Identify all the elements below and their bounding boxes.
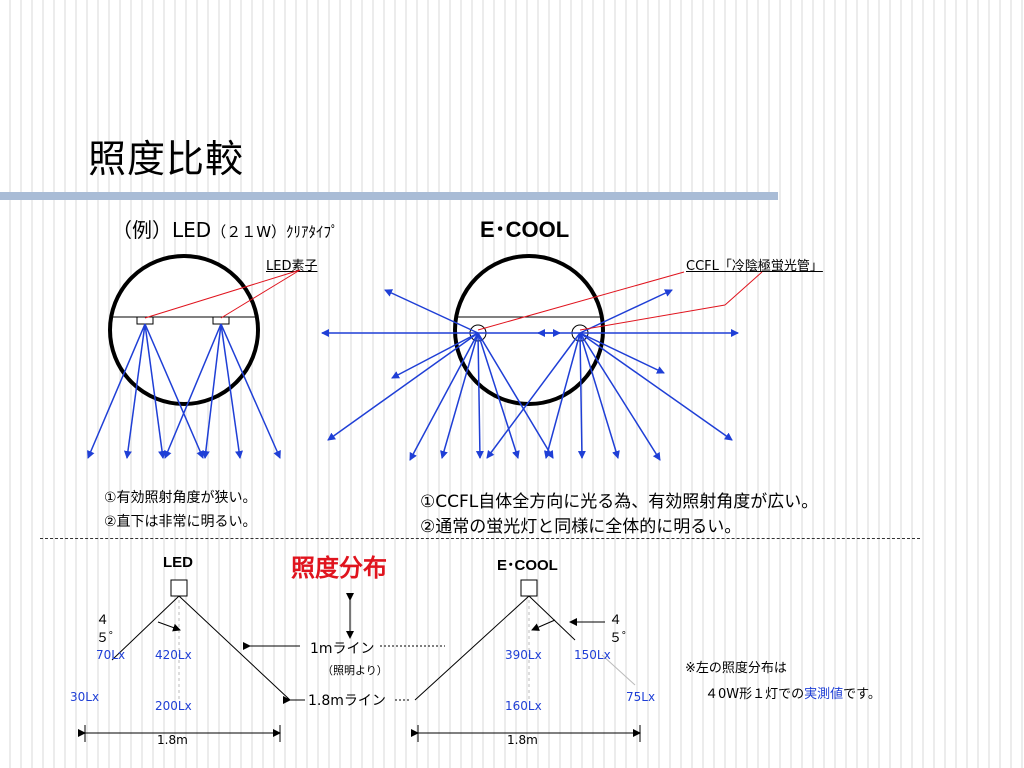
distribution-title: 照度分布 [291, 554, 387, 582]
led-heading: （例）LED（２１W）ｸﾘｱﾀｲﾌﾟ [112, 214, 339, 243]
note-text-pre: ４0W形１灯での [705, 687, 805, 702]
ecool-heading: E･COOL [480, 217, 570, 242]
led-fixture [87, 254, 301, 459]
title-underline-bar [0, 192, 778, 200]
ecool-rays [321, 289, 739, 461]
led-element-label: LED素子 [266, 259, 318, 274]
ecool-distribution [411, 579, 641, 742]
width-left-label: 1.8m [157, 733, 188, 747]
note-text-emphasis: 実測値 [804, 687, 844, 702]
ecool-lux-side-18m: 75Lx [626, 690, 656, 704]
led-note-2: ②直下は非常に明るい。 [104, 514, 257, 530]
led-lux-center-1m: 420Lx [155, 648, 192, 662]
led-lux-center-18m: 200Lx [155, 699, 192, 713]
ccfl-pointer [477, 271, 763, 331]
bottom-ecool-label: E･COOL [497, 557, 558, 574]
ecool-fixture [321, 254, 763, 461]
angle-right-label: ４ ５゜ [609, 613, 636, 646]
line-18m-label: 1.8mライン [308, 693, 386, 709]
line-note-label: （照明より） [322, 664, 388, 677]
distance-markers [243, 593, 445, 704]
line-1m-label: 1mライン [310, 641, 375, 657]
led-heading-sub: （２１W）ｸﾘｱﾀｲﾌﾟ [211, 223, 339, 241]
width-right-label: 1.8m [507, 733, 538, 747]
led-heading-main: （例）LED [112, 218, 212, 242]
led-note-1: ①有効照射角度が狭い。 [104, 490, 257, 506]
measurement-note-1: ※左の照度分布は [685, 661, 787, 676]
note-text-post: です。 [843, 687, 881, 702]
ecool-lux-center-18m: 160Lx [505, 699, 542, 713]
angle-left-label: ４ ５゜ [96, 613, 123, 646]
bottom-led-label: LED [163, 554, 193, 571]
ecool-note-2: ②通常の蛍光灯と同様に全体的に明るい。 [420, 517, 742, 537]
section-divider [40, 538, 920, 539]
led-lux-side-1m: 70Lx [96, 648, 126, 662]
led-lux-side-18m: 30Lx [70, 690, 100, 704]
ecool-lux-side-1m: 150Lx [574, 648, 611, 662]
led-element-pointer [144, 269, 301, 319]
ecool-note-1: ①CCFL自体全方向に光る為、有効照射角度が広い。 [420, 492, 819, 512]
ecool-lux-center-1m: 390Lx [505, 648, 542, 662]
led-rays [87, 323, 281, 459]
led-distribution [78, 579, 291, 742]
measurement-note-2: ４0W形１灯での実測値です。 [705, 683, 881, 702]
page-title: 照度比較 [88, 137, 245, 181]
ccfl-label: CCFL「冷陰極蛍光管」 [686, 259, 823, 274]
